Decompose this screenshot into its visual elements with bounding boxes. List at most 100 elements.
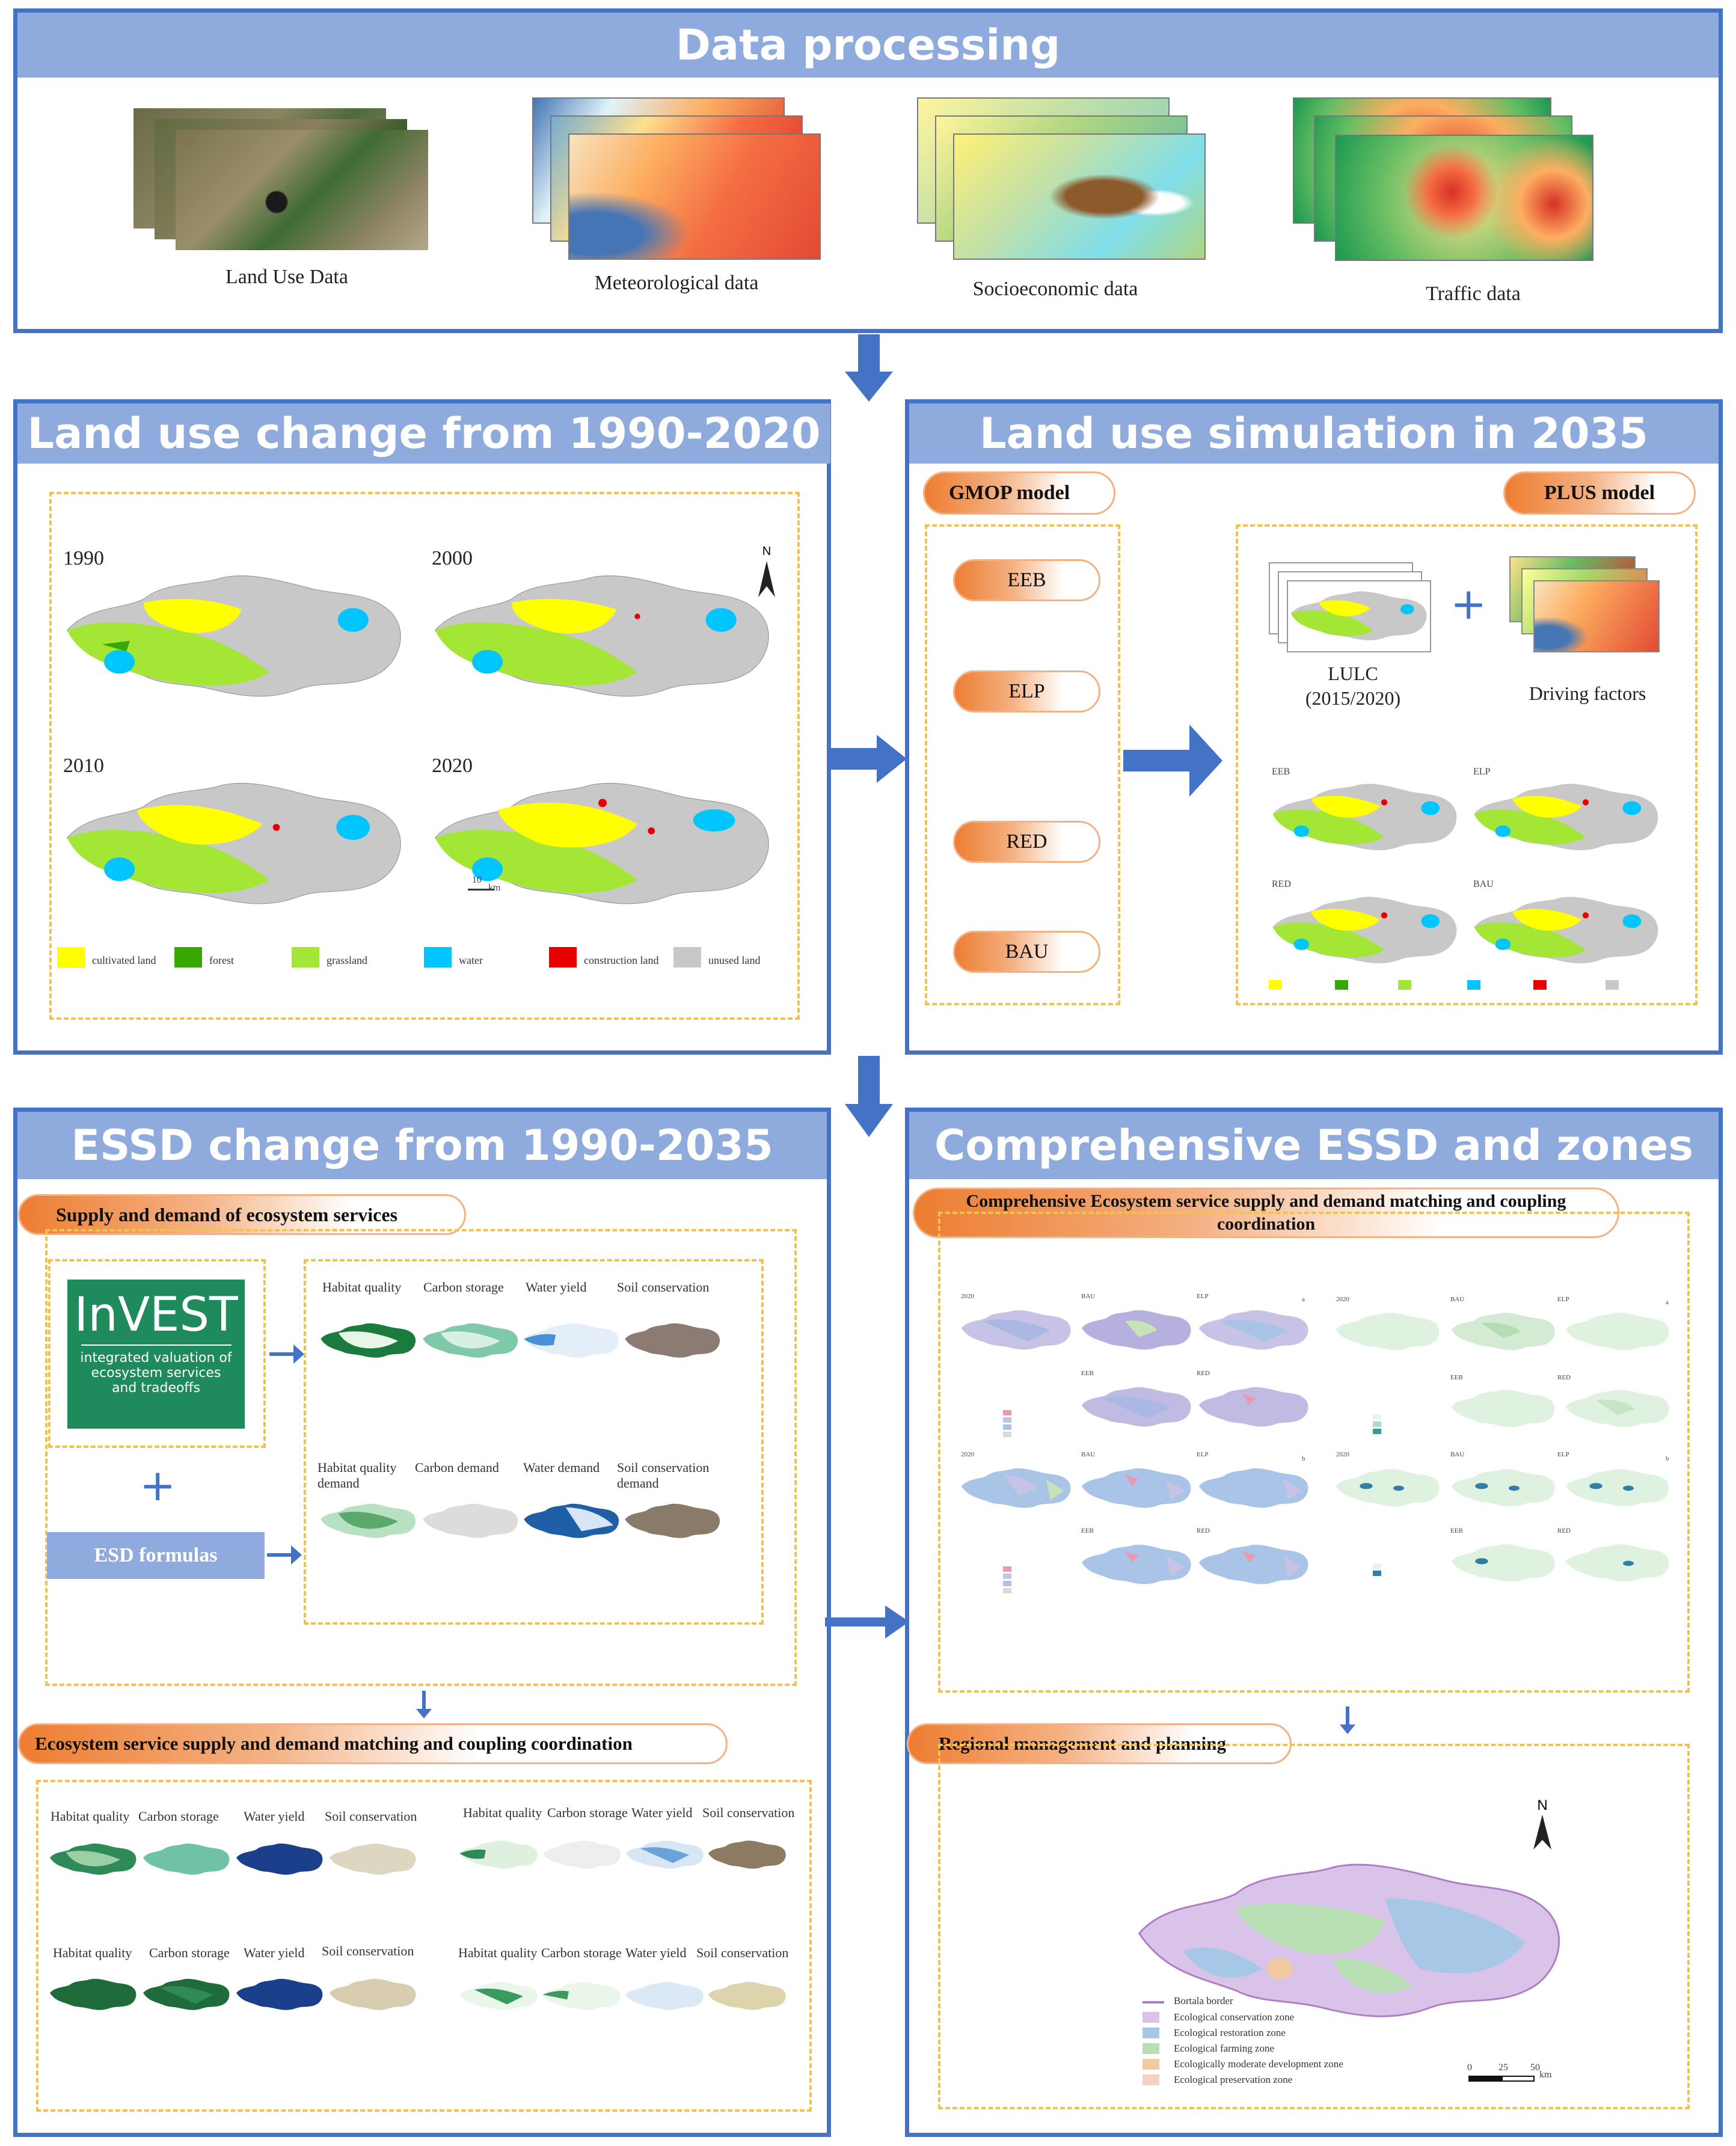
grid-right-label-4b: Soil conservation xyxy=(696,1945,789,1960)
invest-sub-2: ecosystem services xyxy=(91,1366,221,1381)
plus-sign: + xyxy=(1450,578,1487,629)
zoning-scale-bar: 0 25 50 km xyxy=(1467,2062,1587,2086)
invest-box xyxy=(48,1259,266,1448)
comp-panel-a: a xyxy=(1302,1296,1305,1303)
zoning-legend-label-2: Ecological conservation zone xyxy=(1174,2011,1295,2023)
plus-sign-essd: + xyxy=(140,1460,176,1510)
land-use-data-image xyxy=(133,108,428,250)
year-label-2000: 2000 xyxy=(432,547,473,569)
comp-map-b1 xyxy=(961,1468,1071,1508)
comp-small-label: BAU xyxy=(1450,1296,1465,1303)
sim-map-red xyxy=(1272,897,1457,964)
legend-swatch-construction xyxy=(549,947,577,967)
demand-label-3: Water demand xyxy=(523,1460,600,1475)
regional-map-box xyxy=(938,1744,1690,2109)
land-use-map-2010 xyxy=(67,782,401,904)
grid-right-label-1: Habitat quality xyxy=(463,1805,542,1820)
legend-border-line xyxy=(1143,2001,1164,2003)
comp-map-a9 xyxy=(1451,1390,1555,1427)
sim-map-label-elp: ELP xyxy=(1473,767,1491,777)
arrow-down-icon xyxy=(416,1691,432,1718)
demand-label-2: Carbon demand xyxy=(415,1460,499,1475)
land-use-map-2000 xyxy=(435,575,769,697)
zoning-legend-swatch-6 xyxy=(1143,2074,1159,2085)
comp-map-a5 xyxy=(1451,1313,1555,1350)
arrow-right-icon xyxy=(267,1545,302,1565)
coupling-map-row2-4 xyxy=(330,1979,416,2010)
coupling-map-row1-5 xyxy=(459,1841,538,1869)
comp-small-label: EEB xyxy=(1081,1370,1094,1377)
comprehensive-maps-box xyxy=(938,1212,1690,1693)
comp-small-label: 2020 xyxy=(1336,1451,1349,1458)
grid-left-label-1: Habitat quality xyxy=(51,1809,130,1824)
comp-map-a4 xyxy=(1336,1313,1440,1350)
comp-small-label: EEB xyxy=(1450,1527,1463,1534)
comp-small-label: BAU xyxy=(1450,1451,1465,1458)
arrow-right-icon xyxy=(269,1344,304,1364)
supply-demand-box xyxy=(45,1229,797,1686)
comp-small-label: ELP xyxy=(1557,1451,1569,1458)
gmop-model-pill: GMOP model xyxy=(923,471,1115,515)
comp-small-label: BAU xyxy=(1081,1293,1096,1300)
driving-factors-label: Driving factors xyxy=(1529,682,1646,704)
scenario-eeb: EEB xyxy=(953,559,1100,601)
grid-left-label-3: Water yield xyxy=(244,1809,305,1824)
lulc-years-label: (2015/2020) xyxy=(1305,687,1401,709)
grid-left-label-2b: Carbon storage xyxy=(149,1945,230,1960)
comp-map-b4 xyxy=(1336,1469,1440,1507)
scenario-bau: BAU xyxy=(953,931,1100,973)
comprehensive-pill-text: Comprehensive Ecosystem service supply a… xyxy=(966,1191,1566,1234)
luc-legend: cultivated land forest grassland water c… xyxy=(57,947,797,971)
zoning-legend-swatch-3 xyxy=(1143,2028,1159,2038)
coupling-map-row1-1 xyxy=(50,1844,136,1875)
year-label-1990: 1990 xyxy=(63,547,104,569)
coupling-pill: Ecosystem service supply and demand matc… xyxy=(18,1723,728,1764)
es-map-carbon-demand xyxy=(423,1503,518,1538)
comp-mini-legend-b2 xyxy=(1373,1563,1397,1581)
section-title-essd-change: ESSD change from 1990-2035 xyxy=(17,1112,827,1179)
section-title-land-use-change: Land use change from 1990-2020 xyxy=(17,403,830,464)
comp-small-label: 2020 xyxy=(961,1293,974,1300)
north-arrow-icon: N xyxy=(758,545,775,597)
comp-mini-legend-a1 xyxy=(1003,1410,1027,1440)
scale-tick-50: 50 xyxy=(1530,2062,1540,2073)
comp-map-a7 xyxy=(1081,1387,1191,1427)
meteorological-data-image xyxy=(532,97,821,260)
comp-small-label: ELP xyxy=(1197,1451,1209,1458)
comp-mini-legend-a2 xyxy=(1373,1414,1397,1438)
es-map-soil-supply xyxy=(625,1323,720,1358)
es-maps-box xyxy=(304,1259,764,1625)
invest-logo: InVEST integrated valuation of ecosystem… xyxy=(67,1280,245,1429)
grid-right-label-3b: Water yield xyxy=(625,1945,687,1960)
coupling-map-row2-5 xyxy=(459,1982,538,2010)
coupling-maps-box xyxy=(36,1780,812,2112)
legend-swatch-water xyxy=(424,947,452,967)
supply-label-2: Carbon storage xyxy=(423,1280,504,1295)
zoning-legend-label-6: Ecological preservation zone xyxy=(1174,2074,1293,2085)
land-use-map-1990 xyxy=(67,575,401,697)
sim-legend-swatch-4 xyxy=(1467,980,1480,990)
traffic-data-image xyxy=(1293,97,1600,261)
scenario-elp: ELP xyxy=(953,670,1100,713)
comp-map-b9 xyxy=(1451,1544,1555,1582)
supply-label-4: Soil conservation xyxy=(617,1280,710,1295)
grid-left-label-4b: Soil conservation xyxy=(322,1943,414,1958)
es-map-carbon-supply xyxy=(423,1323,518,1358)
zoning-legend-label-4: Ecological farming zone xyxy=(1174,2043,1275,2054)
legend-swatch-forest xyxy=(174,947,202,967)
es-map-habitat-supply xyxy=(321,1323,416,1358)
sim-legend-swatch-2 xyxy=(1335,980,1348,990)
sim-legend xyxy=(1269,980,1690,992)
coupling-map-row2-1 xyxy=(50,1979,136,2010)
coupling-map-row1-3 xyxy=(236,1844,323,1875)
data-item-label-4: Traffic data xyxy=(1426,283,1521,305)
demand-label-1: Habitat quality demand xyxy=(317,1460,397,1491)
legend-label-cultivated: cultivated land xyxy=(92,954,156,966)
plus-model-box xyxy=(1236,524,1698,1005)
invest-sub-1: integrated valuation of xyxy=(80,1350,232,1366)
plus-model-pill: PLUS model xyxy=(1503,471,1696,515)
year-label-2020: 2020 xyxy=(432,755,473,777)
scale-tick-25: 25 xyxy=(1498,2062,1508,2073)
arrow-down-icon xyxy=(845,1056,893,1137)
zoning-legend-label-5: Ecologically moderate development zone xyxy=(1174,2058,1343,2070)
